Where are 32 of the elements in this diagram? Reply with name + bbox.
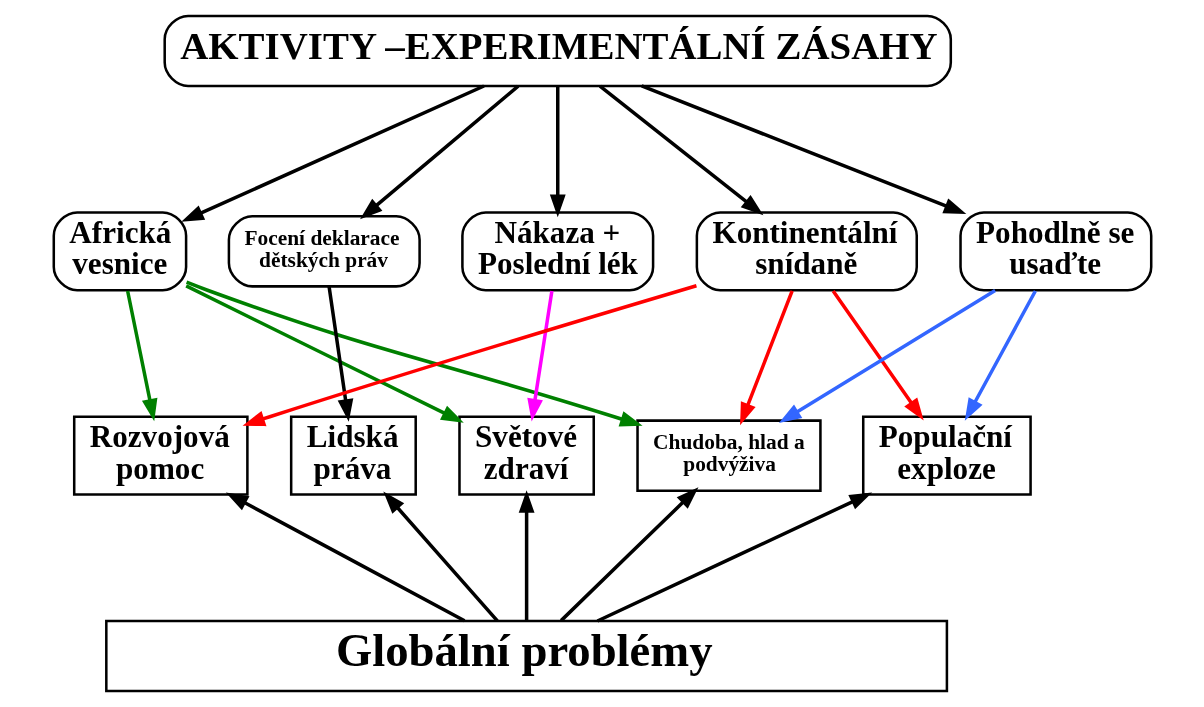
arrow — [359, 84, 519, 220]
node-box: Lidská práva — [289, 415, 417, 496]
arrow — [778, 289, 996, 424]
arrow — [964, 290, 1037, 421]
node-box: Focení deklarace dětských práv — [227, 215, 421, 288]
arrow — [831, 289, 924, 421]
node-box: Populační exploze — [861, 415, 1032, 496]
arrow — [382, 491, 499, 623]
arrow — [225, 492, 465, 623]
arrow — [180, 84, 485, 222]
arrow — [549, 86, 566, 218]
arrow — [598, 84, 763, 216]
arrow — [559, 487, 698, 622]
node-box: Pohodlně se usaďte — [958, 211, 1152, 292]
node-box: Světové zdraví — [457, 415, 595, 496]
arrow — [125, 290, 157, 422]
arrow — [518, 490, 535, 621]
arrow — [739, 290, 794, 426]
node-box: Africká vesnice — [52, 211, 187, 292]
node-box: Globální problémy — [104, 619, 948, 693]
arrow — [185, 280, 643, 427]
arrow — [242, 284, 697, 427]
node-box: Chudoba, hlad a podvýživa — [635, 419, 822, 492]
node-box: AKTIVITY –EXPERIMENTÁLNÍ ZÁSAHY — [162, 14, 952, 88]
arrow — [640, 84, 966, 215]
node-box: Kontinentální snídaně — [695, 211, 918, 292]
arrow — [526, 290, 554, 422]
arrow — [326, 286, 353, 422]
arrow — [596, 492, 872, 623]
node-box: Nákaza + Poslední lék — [460, 211, 654, 292]
node-box: Rozvojová pomoc — [72, 415, 249, 496]
arrow — [184, 284, 464, 423]
